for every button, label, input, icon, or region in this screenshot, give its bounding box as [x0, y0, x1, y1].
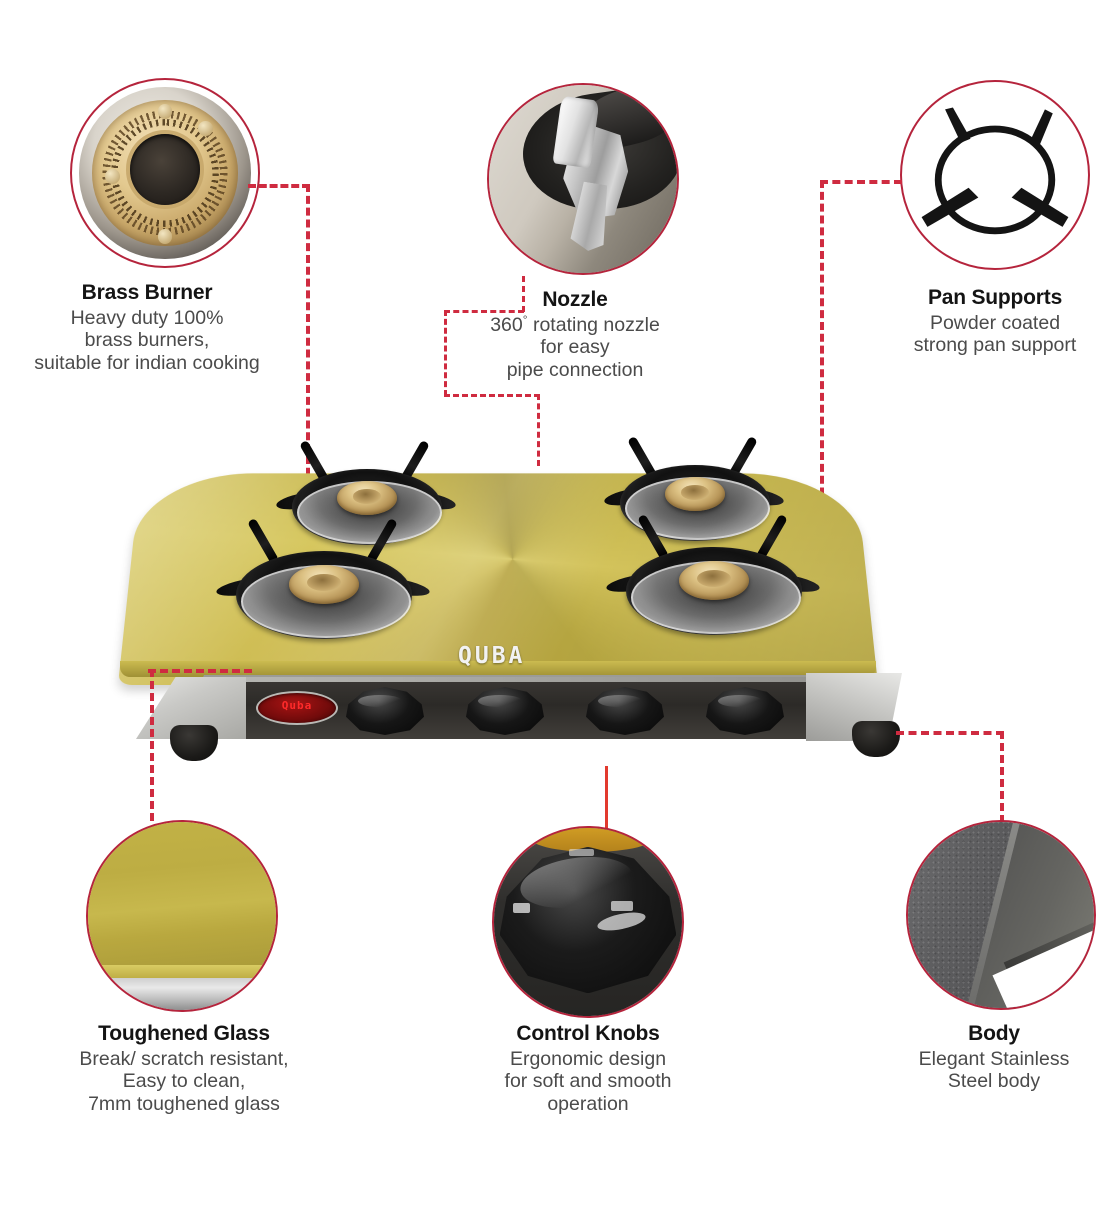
control-knobs-title: Control Knobs: [516, 1022, 660, 1045]
burner-front-left: [215, 517, 431, 639]
control-knobs-circle: [492, 826, 684, 1018]
body-body: Elegant Stainless Steel body: [918, 1047, 1070, 1093]
gas-stove-product-image: QUBA Quba: [118, 425, 918, 785]
toughened-glass-caption: Toughened Glass Break/ scratch resistant…: [56, 1022, 312, 1116]
connector-toughened-glass-h: [148, 669, 252, 673]
connector-nozzle-h1: [444, 310, 524, 313]
brass-burner-icon: [72, 80, 258, 266]
brass-burner-body: Heavy duty 100% brass burners, suitable …: [34, 306, 260, 375]
connector-nozzle-v1: [522, 276, 525, 312]
nozzle-line-1: 360° rotating nozzle: [490, 312, 660, 336]
brand-logo-glass: QUBA: [458, 643, 526, 669]
toughened-glass-icon: [88, 822, 276, 1010]
body-circle: [906, 820, 1096, 1010]
control-knob-icon: [494, 828, 682, 1016]
pan-support-icon: [902, 82, 1088, 268]
connector-body-h: [896, 731, 1004, 735]
connector-body-v: [1000, 731, 1004, 823]
nozzle-caption: Nozzle 360° rotating nozzle for easy pip…: [450, 288, 700, 382]
toughened-glass-title: Toughened Glass: [98, 1022, 270, 1045]
brand-badge-label: Quba: [281, 699, 313, 712]
connector-brass-burner-h: [248, 184, 310, 188]
nozzle-circle: [487, 83, 679, 275]
control-knobs-body: Ergonomic design for soft and smooth ope…: [504, 1047, 672, 1116]
connector-control-knobs-v: [605, 766, 608, 828]
connector-brass-burner-v: [306, 184, 310, 594]
glass-front-edge: [120, 661, 876, 677]
body-title: Body: [968, 1022, 1020, 1045]
burner-back-right: [603, 435, 785, 541]
connector-nozzle-v3: [537, 394, 540, 466]
toughened-glass-body: Break/ scratch resistant, Easy to clean,…: [79, 1047, 289, 1116]
control-knobs-caption: Control Knobs Ergonomic design for soft …: [463, 1022, 713, 1116]
connector-pan-supports-v: [820, 180, 824, 602]
pan-supports-body: Powder coated strong pan support: [913, 311, 1077, 357]
nozzle-icon: [489, 85, 677, 273]
brass-burner-caption: Brass Burner Heavy duty 100% brass burne…: [0, 281, 300, 375]
connector-nozzle-v2: [444, 310, 447, 396]
brand-badge-panel: Quba: [256, 691, 338, 725]
toughened-glass-circle: [86, 820, 278, 1012]
brass-burner-title: Brass Burner: [81, 281, 213, 304]
connector-nozzle-h2: [444, 394, 540, 397]
nozzle-title: Nozzle: [542, 288, 608, 311]
stove-foot-left: [170, 725, 218, 761]
pan-supports-caption: Pan Supports Powder coated strong pan su…: [884, 286, 1100, 357]
nozzle-body: 360° rotating nozzle for easy pipe conne…: [450, 312, 700, 382]
connector-toughened-glass-v: [150, 669, 154, 821]
burner-front-right: [605, 513, 821, 635]
pan-supports-circle: [900, 80, 1090, 270]
stove-foot-right: [852, 721, 900, 757]
connector-pan-supports-h: [820, 180, 902, 184]
stainless-body-icon: [908, 822, 1094, 1008]
brass-burner-circle: [70, 78, 260, 268]
body-caption: Body Elegant Stainless Steel body: [888, 1022, 1100, 1093]
pan-supports-title: Pan Supports: [927, 286, 1063, 309]
burner-back-left: [275, 439, 457, 545]
